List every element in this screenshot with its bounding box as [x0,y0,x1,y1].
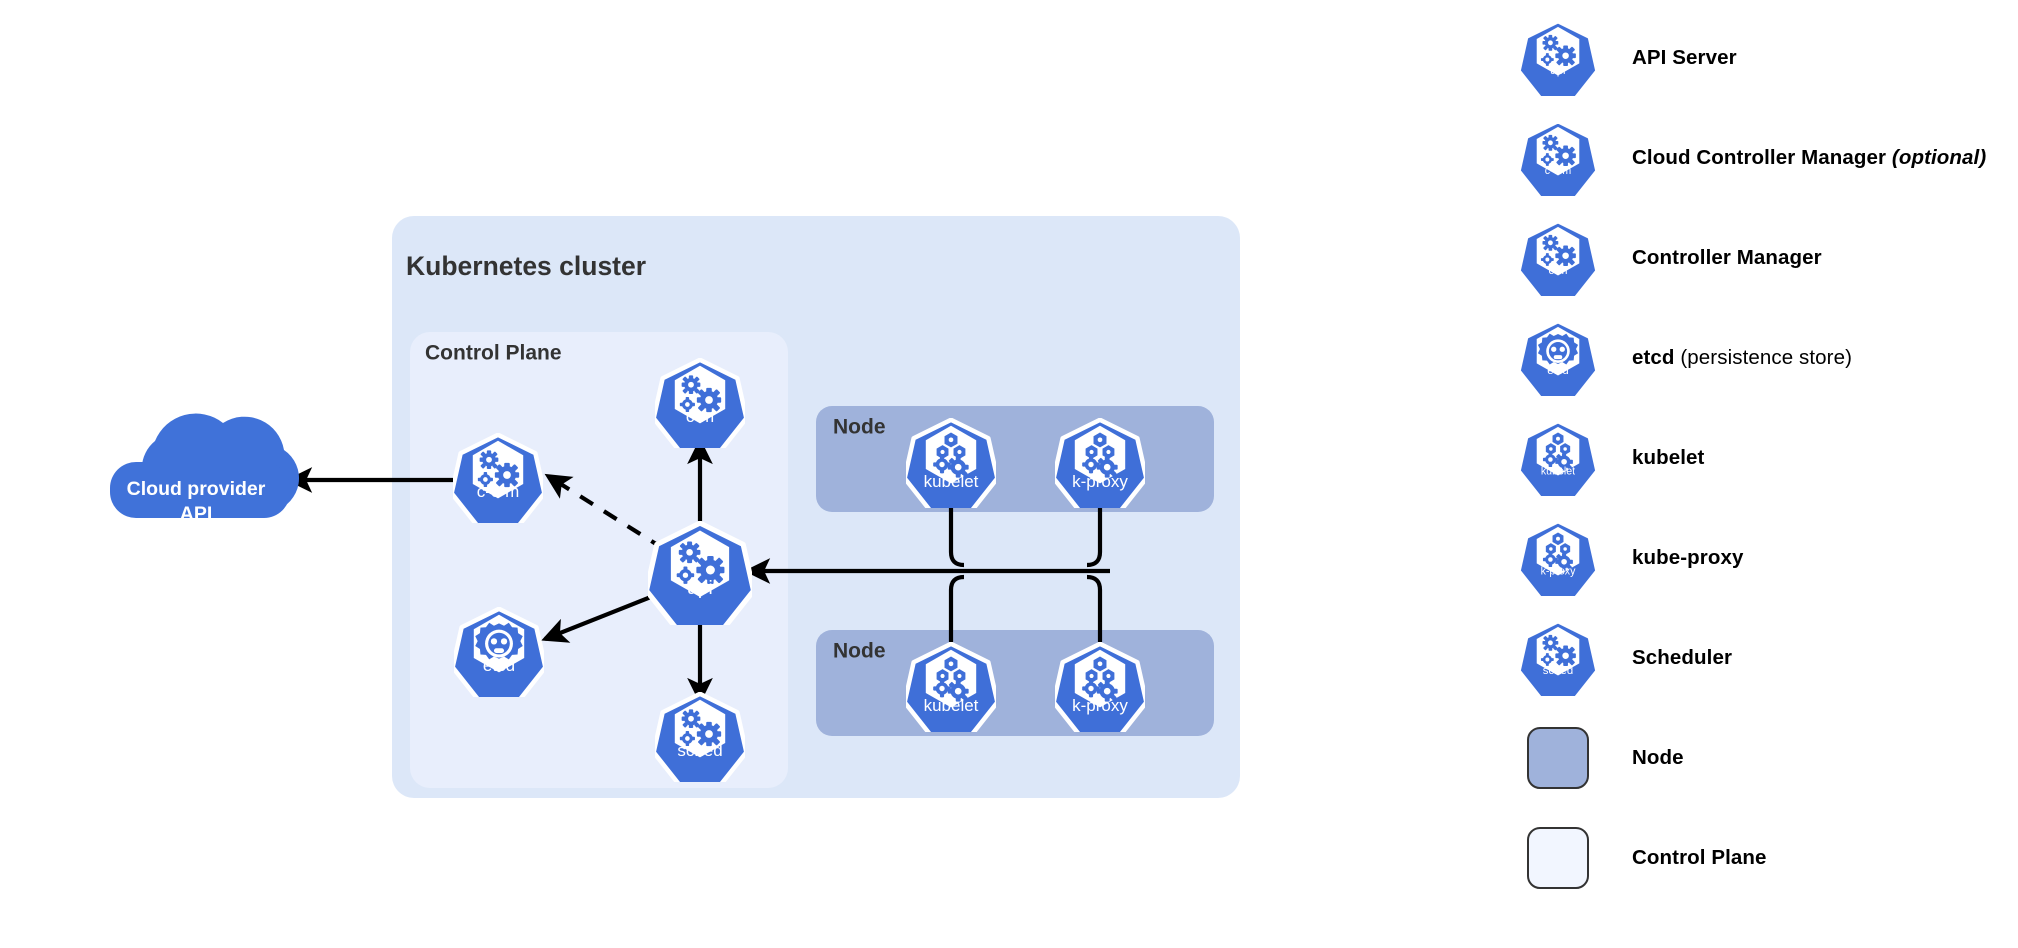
edges [285,437,1110,705]
component-api[interactable]: api [646,523,753,628]
svg-text:etcd: etcd [1547,365,1569,377]
etcd-hexagon-icon: etcd [1520,320,1596,396]
component-cm-label: c-m [686,407,714,426]
node-swatch-icon [1520,720,1596,796]
svg-text:kubelet: kubelet [1541,466,1575,478]
legend-label-etcd: etcd (persistence store) [1632,346,1852,370]
component-cm[interactable]: c-m [654,360,747,451]
api-hexagon-icon: api [1520,20,1596,96]
legend-item-kubelet: kubelet kubelet [1520,418,2000,498]
component-kproxy-1[interactable]: k-proxy [1054,420,1147,511]
node-title-2: Node [833,639,886,662]
cloud-label-line2: API [180,503,213,525]
kubelet-hexagon-icon: kubelet [1520,420,1596,496]
svg-text:api: api [1550,65,1565,77]
legend-label-bold: Cloud Controller Manager [1632,146,1887,169]
svg-text:c-m: c-m [1549,265,1568,277]
component-kubelet-2-label: kubelet [924,696,979,715]
component-sched-label: sched [677,741,722,760]
component-kproxy-2-label: k-proxy [1072,696,1128,715]
svg-text:c-c-m: c-c-m [1545,165,1572,177]
legend-label-bold: kubelet [1632,446,1705,469]
legend-label-note: (optional) [1886,146,1987,169]
legend-item-cloud-controller-manager: c-c-m Cloud Controller Manager (optional… [1520,118,2000,198]
legend-label-kubelet: kubelet [1632,446,1704,470]
edge-kubelet2-bus [948,574,965,642]
legend: api API Server c-c-m Cloud Controller Ma… [1520,18,2000,918]
legend-label-bold: Controller Manager [1632,246,1822,269]
ccm-hexagon-icon: c-c-m [1520,120,1596,196]
legend-label-node: Node [1632,746,1684,770]
legend-item-node: Node [1520,718,2000,798]
cloud-provider-api: Cloud provider API [110,413,300,525]
edge-kproxy1-bus [1086,500,1103,568]
legend-label-api-server: API Server [1632,46,1737,70]
component-ccm-label: c-c-m [477,482,519,501]
component-etcd[interactable]: etcd [453,609,546,700]
legend-item-api-server: api API Server [1520,18,2000,98]
legend-label-bold: Node [1632,746,1684,769]
svg-text:sched: sched [1543,665,1573,677]
node-title-1: Node [833,415,886,438]
component-etcd-label: etcd [483,656,515,675]
cloud-label-line1: Cloud provider [127,478,266,500]
legend-label-bold: kube-proxy [1632,546,1744,569]
component-kubelet-1[interactable]: kubelet [905,420,998,511]
legend-item-etcd: etcd etcd (persistence store) [1520,318,2000,398]
sched-hexagon-icon: sched [1520,620,1596,696]
cluster-title: Kubernetes cluster [406,251,646,281]
component-kubelet-1-label: kubelet [924,472,979,491]
component-sched[interactable]: sched [654,694,747,785]
edge-api-to-ccm [544,473,666,551]
legend-label-scheduler: Scheduler [1632,646,1732,670]
legend-label-bold: Control Plane [1632,846,1767,869]
edge-api-to-etcd [541,589,667,643]
legend-label-kube-proxy: kube-proxy [1632,546,1744,570]
edge-kubelet1-bus [948,500,965,568]
legend-label-note: (persistence store) [1674,346,1853,369]
cm-hexagon-icon: c-m [1520,220,1596,296]
component-kubelet-2[interactable]: kubelet [905,644,998,735]
kproxy-hexagon-icon: k-proxy [1520,520,1596,596]
legend-label-bold: etcd [1632,346,1675,369]
legend-item-controller-manager: c-m Controller Manager [1520,218,2000,298]
component-api-label: api [687,578,712,599]
legend-label-bold: API Server [1632,46,1737,69]
control-plane-swatch-icon [1520,820,1596,896]
component-ccm[interactable]: c-c-m [452,435,545,526]
legend-label-controller-manager: Controller Manager [1632,246,1822,270]
legend-label-control-plane: Control Plane [1632,846,1767,870]
legend-label-cloud-controller-manager: Cloud Controller Manager (optional) [1632,146,1986,170]
edge-kproxy2-bus [1086,574,1103,642]
component-kproxy-1-label: k-proxy [1072,472,1128,491]
component-kproxy-2[interactable]: k-proxy [1054,644,1147,735]
legend-item-control-plane: Control Plane [1520,818,2000,898]
legend-item-kube-proxy: k-proxy kube-proxy [1520,518,2000,598]
legend-item-scheduler: sched Scheduler [1520,618,2000,698]
control-plane-title: Control Plane [425,341,562,364]
legend-label-bold: Scheduler [1632,646,1733,669]
svg-text:k-proxy: k-proxy [1541,566,1577,578]
